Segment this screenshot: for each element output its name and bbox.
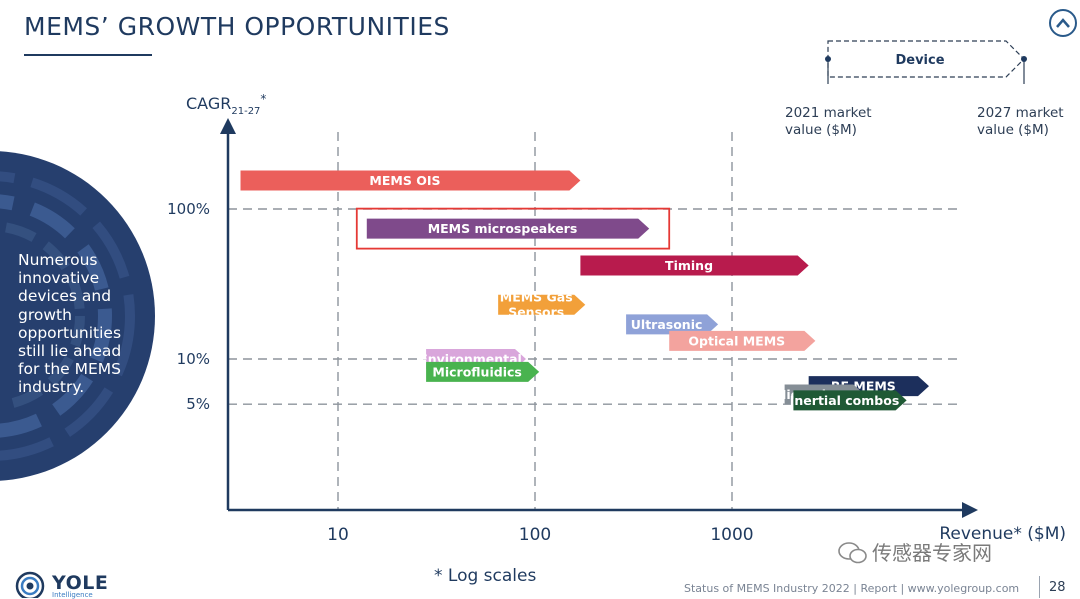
bar-microfluidics xyxy=(426,361,540,382)
legend-device-label: Device xyxy=(895,53,944,68)
legend-end-dot xyxy=(1021,56,1027,62)
y-axis-arrow-icon xyxy=(220,118,236,134)
bar-label-timing: Timing xyxy=(665,258,713,273)
y-tick-label: 10% xyxy=(177,350,210,368)
y-axis-label: CAGR21-27* xyxy=(186,92,266,117)
yole-logo-icon xyxy=(15,571,45,598)
bar-label-optical-mems: Optical MEMS xyxy=(688,333,785,348)
bar-label-mems-microspeakers: MEMS microspeakers xyxy=(428,221,578,236)
bar-mems-ois xyxy=(240,170,581,191)
wechat-icon xyxy=(838,542,867,564)
logo-subtext: Intelligence xyxy=(52,591,93,599)
bar-label-microfluidics: Microfluidics xyxy=(432,364,521,379)
bar-label-inertial-combos: Inertial combos xyxy=(790,393,900,408)
page-number: 28 xyxy=(1049,580,1066,595)
chevron-up-icon xyxy=(1056,18,1070,28)
legend-start-label: 2021 market value ($M) xyxy=(785,105,872,138)
x-axis-arrow-icon xyxy=(962,502,978,518)
y-axis-label-sub: 21-27 xyxy=(231,106,260,117)
x-tick-label: 10 xyxy=(327,525,349,545)
legend-graphic: Device xyxy=(825,40,1027,84)
legend-end-label: 2027 market value ($M) xyxy=(977,105,1064,138)
y-tick-label: 5% xyxy=(186,395,210,413)
decorative-circle xyxy=(0,151,155,481)
bar-timing xyxy=(580,255,809,276)
footer-separator xyxy=(1039,576,1040,598)
bar-inertial-combos xyxy=(793,390,907,411)
scroll-up-button[interactable] xyxy=(1049,9,1077,37)
watermark-text: 传感器专家网 xyxy=(872,541,992,565)
bar-label-mems-ois: MEMS OIS xyxy=(369,173,440,188)
bar-mems-gas-sensors xyxy=(498,294,586,315)
side-text: Numerous innovative devices and growth o… xyxy=(18,251,122,397)
y-tick-label: 100% xyxy=(167,200,210,218)
legend-start-dot xyxy=(825,56,831,62)
title-underline xyxy=(24,54,152,56)
bar-label-ultrasonic: Ultrasonic xyxy=(631,317,703,332)
highlight-box xyxy=(355,207,671,250)
x-axis-label: Revenue* ($M) xyxy=(939,524,1066,544)
x-tick-label: 100 xyxy=(519,525,551,545)
footer-text: Status of MEMS Industry 2022 | Report | … xyxy=(684,582,1020,595)
y-axis-label-star: * xyxy=(260,92,266,106)
x-tick-label: 1000 xyxy=(710,525,753,545)
bar-optical-mems xyxy=(669,330,816,351)
bar-ultrasonic xyxy=(626,314,719,335)
logo-text: YOLE xyxy=(52,572,109,594)
y-axis-label-main: CAGR xyxy=(186,94,231,113)
log-scale-note: * Log scales xyxy=(434,566,537,586)
page-title: MEMS’ GROWTH OPPORTUNITIES xyxy=(24,12,450,41)
bar-mems-microspeakers xyxy=(366,218,650,239)
